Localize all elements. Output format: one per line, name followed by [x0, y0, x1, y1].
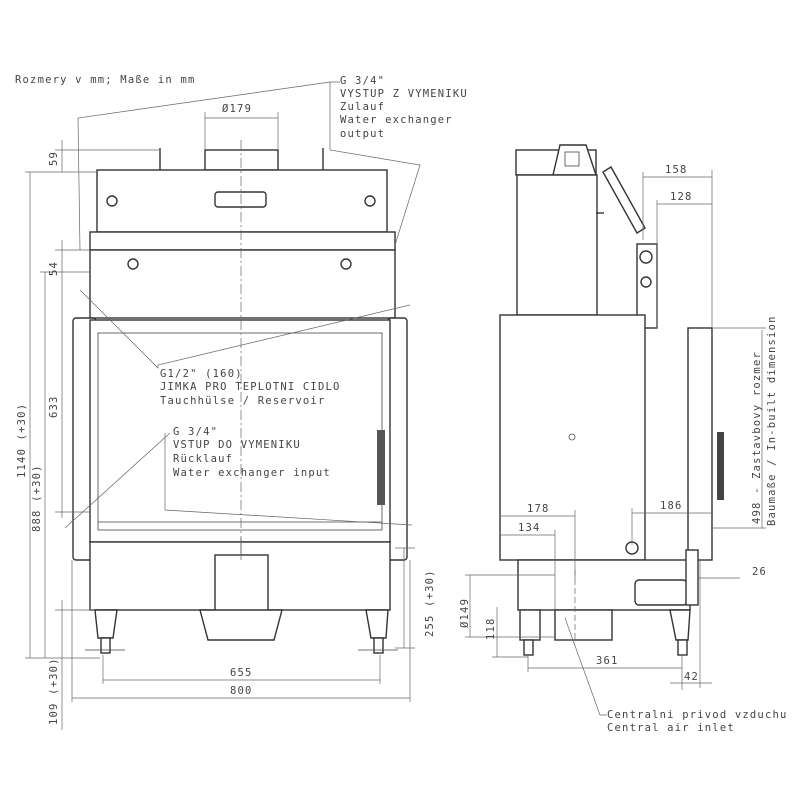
hood-handle	[214, 191, 267, 208]
svg-text:G 3/4": G 3/4"	[340, 75, 385, 87]
pipe-connection	[639, 250, 653, 264]
dim-255: 255 (+30)	[424, 569, 436, 637]
svg-text:Water exchanger: Water exchanger	[340, 114, 453, 126]
dim-42: 42	[684, 671, 699, 683]
foot	[100, 637, 111, 654]
wing-nut	[106, 195, 118, 207]
outlet-callout: G 3/4" VYSTUP Z VYMENIKU Zulauf Water ex…	[340, 75, 468, 140]
dim-361: 361	[596, 655, 619, 667]
dim-128: 128	[670, 191, 693, 203]
inlet-callout: G 3/4" VSTUP DO VYMENIKU Rücklauf Water …	[173, 426, 331, 479]
foot	[677, 639, 688, 656]
air-callout-en: Central air inlet	[607, 722, 735, 734]
dim-flue: Ø179	[222, 103, 252, 115]
dim-59: 59	[48, 151, 60, 166]
svg-text:JIMKA PRO TEPLOTNI CIDLO: JIMKA PRO TEPLOTNI CIDLO	[160, 381, 341, 393]
side-dimensions: 158 128 178 134 186 26 Ø149 118 361 42 4…	[459, 164, 778, 690]
dim-149: Ø149	[459, 598, 471, 628]
dim-1140: 1140 (+30)	[16, 403, 28, 478]
flue-pipe	[602, 166, 646, 234]
leg	[669, 609, 691, 641]
dim-655: 655	[230, 667, 253, 679]
dim-633: 633	[48, 395, 60, 418]
svg-text:G1/2" (160): G1/2" (160)	[160, 368, 243, 380]
dim-26: 26	[752, 566, 767, 578]
leg-right	[365, 609, 389, 639]
dim-186: 186	[660, 500, 683, 512]
rear-panel	[687, 327, 713, 561]
air-leader	[564, 617, 607, 716]
door-frame	[89, 319, 391, 543]
units-note: Rozmery v mm; Maße in mm	[15, 74, 196, 86]
built-in-dim-label: 498 - Zastavbovy rozmer	[751, 351, 763, 524]
svg-text:VYSTUP Z VYMENIKU: VYSTUP Z VYMENIKU	[340, 88, 468, 100]
front-leaders	[64, 81, 421, 529]
side-handle	[717, 432, 724, 500]
pipe-connection	[127, 258, 139, 270]
pipe-connection	[340, 258, 352, 270]
svg-text:Water exchanger input: Water exchanger input	[173, 467, 331, 479]
leg-left	[94, 609, 118, 639]
pipe-connection	[640, 276, 652, 288]
upper-body	[516, 174, 598, 316]
dim-158: 158	[665, 164, 688, 176]
svg-text:output: output	[340, 128, 385, 140]
wing-nut	[364, 195, 376, 207]
air-inlet	[554, 609, 613, 641]
dim-109: 109 (+30)	[48, 657, 60, 725]
sensor-port	[568, 433, 576, 441]
sensor-callout: G1/2" (160) JIMKA PRO TEPLOTNI CIDLO Tau…	[160, 368, 341, 407]
svg-text:Tauchhülse / Reservoir: Tauchhülse / Reservoir	[160, 395, 325, 407]
side-view	[499, 144, 724, 656]
plate	[634, 579, 688, 606]
svg-text:VSTUP DO VYMENIKU: VSTUP DO VYMENIKU	[173, 439, 301, 451]
front-dimensions: Ø179 59 54 633 1140 (+30) 888 (+30) 109 …	[16, 103, 436, 730]
dim-178: 178	[527, 503, 550, 515]
air-box	[214, 554, 269, 613]
dim-134: 134	[518, 522, 541, 534]
dim-54: 54	[48, 261, 60, 276]
built-in-dim-label-de: Baumaße / In-built dimension	[766, 315, 778, 526]
front-view	[72, 140, 408, 654]
svg-text:Zulauf: Zulauf	[340, 101, 385, 113]
bracket	[685, 549, 699, 606]
air-callout-cz: Centralni privod vzduchu	[607, 709, 788, 721]
svg-text:Rücklauf: Rücklauf	[173, 453, 233, 465]
band	[89, 231, 396, 251]
foot	[373, 637, 384, 654]
main-body	[499, 314, 646, 561]
dim-888: 888 (+30)	[31, 464, 43, 532]
leg	[519, 609, 541, 641]
flue-collar	[204, 149, 279, 171]
dim-118: 118	[485, 617, 497, 640]
foot	[523, 639, 534, 656]
svg-text:G 3/4": G 3/4"	[173, 426, 218, 438]
ash-drawer	[199, 609, 283, 641]
door-handle	[377, 430, 385, 505]
dim-800: 800	[230, 685, 253, 697]
